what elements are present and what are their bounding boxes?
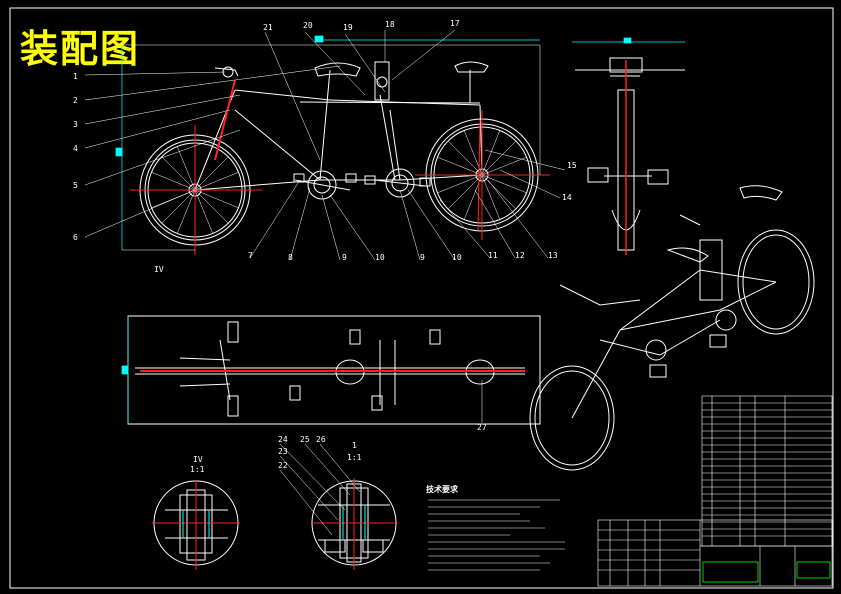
part-labels: 1 2 3 4 5 6 7 8 9 10 9 10 11 12 13 14 15…: [73, 19, 577, 474]
title-block: [597, 519, 833, 587]
drawing-title: 装配图: [20, 27, 141, 71]
label-10: 10: [375, 253, 385, 262]
label-24: 24: [278, 435, 288, 444]
label-22: 22: [278, 461, 288, 470]
label-20: 20: [303, 21, 313, 30]
label-21: 21: [263, 23, 273, 32]
label-iv-view: IV: [154, 265, 164, 274]
label-5: 5: [73, 181, 78, 190]
label-4: 4: [73, 144, 78, 153]
section-iv-title: IV: [193, 455, 203, 464]
label-3: 3: [73, 120, 78, 129]
label-9: 9: [342, 253, 347, 262]
tech-notes-lines: [428, 499, 565, 571]
section-1-title: 1: [352, 441, 357, 450]
section-1-scale: 1:1: [347, 453, 362, 462]
top-dims: [121, 316, 129, 424]
label-27: 27: [477, 423, 487, 432]
section-leaders: [279, 380, 483, 536]
label-13: 13: [548, 251, 558, 260]
section-1-cyan: [342, 505, 366, 540]
label-19: 19: [343, 23, 353, 32]
label-6: 6: [73, 233, 78, 242]
side-dims: [115, 35, 540, 250]
section-iv-scale: 1:1: [190, 465, 205, 474]
label-1: 1: [73, 72, 78, 81]
tech-notes-title: 技术要求: [426, 485, 458, 494]
sheet-border: [9, 7, 834, 589]
parts-list: [701, 395, 833, 547]
section-iv-center: [152, 480, 240, 570]
label-26: 26: [316, 435, 326, 444]
section-1-center: [312, 478, 396, 570]
label-18: 18: [385, 20, 395, 29]
label-25: 25: [300, 435, 310, 444]
label-14: 14: [562, 193, 572, 202]
label-10b: 10: [452, 253, 462, 262]
label-11: 11: [488, 251, 498, 260]
front-view: [575, 57, 685, 251]
label-9b: 9: [420, 253, 425, 262]
section-iv-cyan: [182, 510, 210, 538]
title-block-green: [702, 561, 831, 583]
iso-view: [529, 185, 815, 471]
side-leaders: [84, 29, 566, 261]
label-12: 12: [515, 251, 525, 260]
side-dim-white: [122, 44, 541, 251]
label-7: 7: [248, 251, 253, 260]
label-2: 2: [73, 96, 78, 105]
label-8: 8: [288, 253, 293, 262]
front-dims: [572, 37, 685, 44]
side-centerlines: [130, 79, 550, 255]
label-15: 15: [567, 161, 577, 170]
label-23: 23: [278, 447, 288, 456]
label-17: 17: [450, 19, 460, 28]
